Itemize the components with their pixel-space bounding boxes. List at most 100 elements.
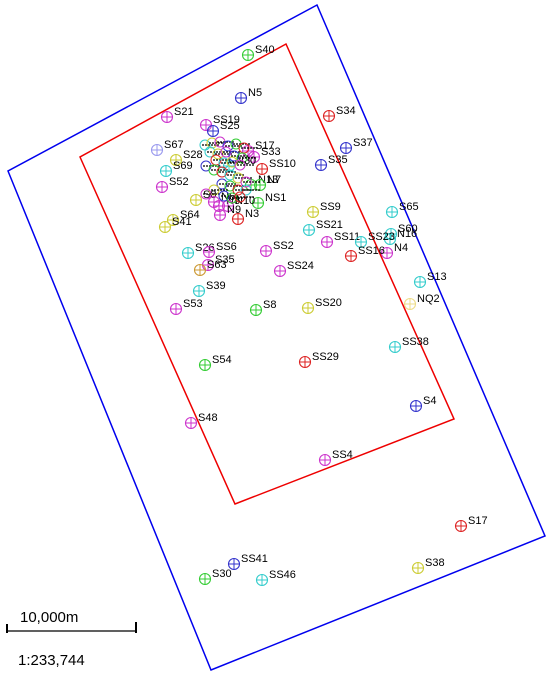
station-label: SS20	[315, 297, 342, 309]
station-marker-s35: S35	[201, 254, 235, 272]
station-marker-s69: S69	[159, 160, 193, 178]
station-marker-n5: N5	[234, 87, 262, 105]
station-label: S34	[336, 105, 356, 117]
station-label: S48	[198, 412, 218, 424]
station-marker-s17: S17	[454, 515, 488, 533]
station-label: S60	[398, 223, 418, 235]
station-label: S69	[173, 160, 193, 172]
station-marker-ss41: SS41	[227, 553, 268, 571]
station-label: S17	[468, 515, 488, 527]
station-label: N9	[227, 204, 241, 216]
station-label: N3	[245, 208, 259, 220]
station-marker-s34: S34	[322, 105, 356, 123]
scale-distance-label: 10,000m	[20, 609, 79, 626]
station-label: S21	[174, 106, 194, 118]
station-label: S37	[353, 137, 373, 149]
station-marker-s33: S33	[247, 146, 281, 164]
station-marker-s54: S54	[198, 354, 232, 372]
station-label: SS16	[358, 245, 385, 257]
station-label: S67	[164, 139, 184, 151]
station-label: N13	[258, 174, 278, 186]
station-marker-s41: S41	[158, 216, 192, 234]
station-marker-s28: S28	[169, 149, 203, 167]
station-label: S30	[212, 568, 232, 580]
dense-label-cluster	[199, 136, 260, 204]
station-label: SS9	[320, 201, 341, 213]
station-marker-ss6: SS6	[202, 241, 237, 259]
station-marker-s53: S53	[169, 298, 203, 316]
station-marker-ss16: SS16	[344, 245, 385, 263]
station-label: SS38	[402, 336, 429, 348]
station-marker-s52: S52	[155, 176, 189, 194]
station-marker-s8: S8	[249, 299, 276, 317]
station-label: S39	[206, 280, 226, 292]
station-label: S52	[169, 176, 189, 188]
scale-ratio-label: 1:233,744	[18, 652, 85, 669]
station-marker-s64: S64	[166, 209, 200, 227]
station-label: NQ2	[417, 293, 440, 305]
station-label: SS4	[332, 449, 353, 461]
station-label: SS46	[269, 569, 296, 581]
station-label: S33	[261, 146, 281, 158]
station-label: SS19	[213, 114, 240, 126]
station-label: S40	[255, 44, 275, 56]
station-label: S4	[423, 395, 436, 407]
station-label: SS23	[368, 231, 395, 243]
station-marker-n3: N3	[231, 208, 259, 226]
station-marker-s40: S40	[241, 44, 275, 62]
station-label: N10	[235, 195, 255, 207]
station-marker-ss20: SS20	[301, 297, 342, 315]
station-marker-s21: S21	[160, 106, 194, 124]
station-marker-ss21: SS21	[302, 219, 343, 237]
station-label: SS21	[316, 219, 343, 231]
station-marker-ss19: SS19	[199, 114, 240, 132]
station-label: SS24	[287, 260, 314, 272]
station-marker-n16: N16	[383, 228, 417, 246]
station-marker-ss38: SS38	[388, 336, 429, 354]
station-marker-ss4: SS4	[318, 449, 353, 467]
station-marker-s25: S25	[206, 120, 240, 138]
station-label: SS2	[273, 240, 294, 252]
station-marker-s13: S13	[413, 271, 447, 289]
station-marker-ss2: SS2	[259, 240, 294, 258]
station-marker-s67: S67	[150, 139, 184, 157]
station-marker-nq2: NQ2	[403, 293, 440, 311]
scale-bar	[6, 622, 137, 633]
station-label: NS1	[265, 192, 286, 204]
station-marker-s48: S48	[184, 412, 218, 430]
station-label: SS6	[216, 241, 237, 253]
station-marker-ss23: SS23	[354, 231, 395, 249]
station-marker-s38: S38	[411, 557, 445, 575]
station-label: N7	[267, 174, 281, 186]
station-marker-s26: S26	[181, 242, 215, 260]
station-label: SS11	[334, 231, 360, 243]
station-label: S25	[220, 120, 240, 132]
station-label: S8	[203, 189, 216, 201]
station-label: S8	[263, 299, 276, 311]
station-label: N16	[397, 228, 417, 240]
station-marker-s65: S65	[385, 201, 419, 219]
station-marker-s30: S30	[198, 568, 232, 586]
station-label: S35	[328, 154, 348, 166]
station-marker-ss46: SS46	[255, 569, 296, 587]
station-label: S38	[425, 557, 445, 569]
station-label: SS41	[241, 553, 268, 565]
station-marker-s37: S37	[339, 137, 373, 155]
station-label: S54	[212, 354, 232, 366]
inner-boundary	[79, 42, 456, 505]
station-marker-s63: S63	[193, 259, 227, 277]
station-label: S28	[183, 149, 203, 161]
outer-boundary	[7, 3, 546, 671]
station-label: N4	[394, 242, 408, 254]
station-label: S53	[183, 298, 203, 310]
station-marker-s4: S4	[409, 395, 436, 413]
station-label: N6	[221, 191, 235, 203]
station-label: S63	[207, 259, 227, 271]
station-label: SS10	[269, 158, 296, 170]
station-marker-ss9: SS9	[306, 201, 341, 219]
station-label: S64	[180, 209, 200, 221]
station-marker-n7: N7	[253, 174, 281, 192]
station-marker-ss10: SS10	[255, 158, 296, 176]
